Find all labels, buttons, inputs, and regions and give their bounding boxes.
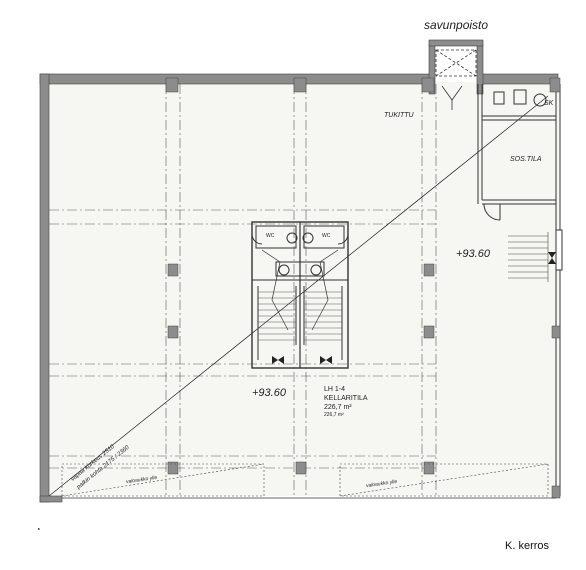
stair-arrow-left — [261, 249, 289, 331]
stair-treads — [258, 291, 342, 341]
wc-right-label: WC — [322, 233, 331, 239]
section-line — [48, 95, 549, 497]
stair-core — [251, 221, 349, 369]
sheet-mark — [38, 528, 40, 530]
room-area: 226,7 m² — [324, 404, 352, 411]
side-stair — [508, 232, 549, 282]
room-name: KELLARITILA — [324, 395, 368, 402]
fire-door-markers — [272, 252, 556, 364]
level-right-label: +93.60 — [456, 248, 490, 260]
supported-label: TUKITTU — [384, 112, 414, 119]
social-room-label: SOS.TILA — [510, 156, 542, 163]
stair-arrow-right — [311, 249, 339, 331]
light-shafts — [61, 463, 549, 497]
room-area-small: 226,7 m² — [324, 412, 344, 418]
room-code: LH 1-4 — [324, 386, 346, 393]
exterior-walls — [39, 39, 559, 503]
level-center-label: +93.60 — [252, 387, 286, 399]
smoke-vent-shaft — [435, 49, 477, 110]
right-wall — [555, 84, 563, 496]
structural-columns — [165, 77, 561, 499]
structural-grid-lines — [49, 84, 437, 496]
basement-floor-area — [47, 82, 559, 496]
floor-name-label: K. kerros — [505, 540, 550, 552]
sk-label: SK — [544, 100, 554, 107]
side-rooms — [477, 84, 556, 221]
smoke-vent-label: savunpoisto — [424, 18, 489, 32]
wc-left-label: WC — [266, 233, 275, 239]
